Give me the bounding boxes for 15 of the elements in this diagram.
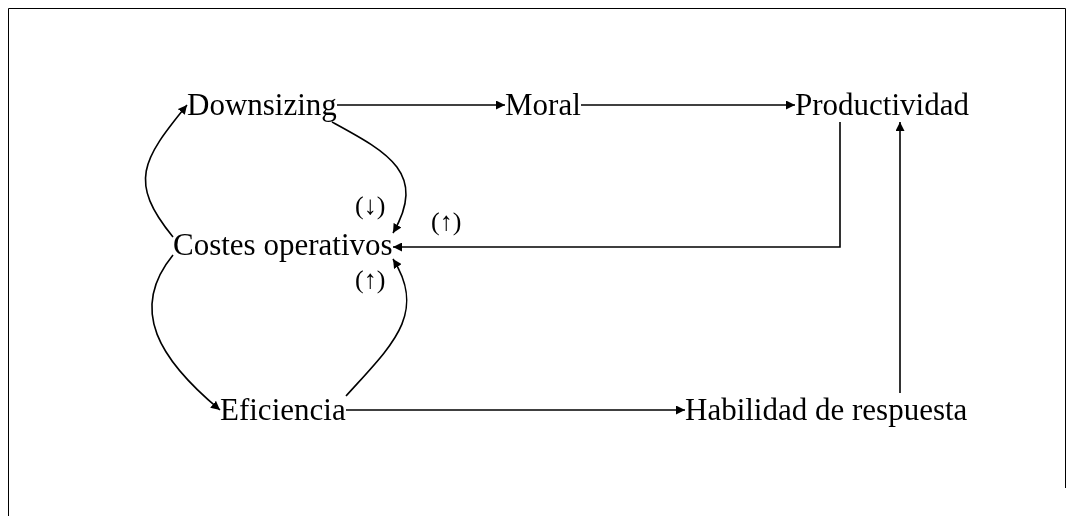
arrow: [895, 121, 905, 394]
node-label: Habilidad de respuesta: [685, 393, 968, 427]
arrow: [580, 100, 796, 110]
node-label: Moral: [505, 88, 581, 122]
arrow: [144, 104, 188, 238]
node-label: Eficiencia: [220, 393, 346, 427]
node-label: Costes operativos: [173, 228, 393, 262]
arrow: [392, 121, 841, 252]
arrow: [151, 254, 221, 411]
node-label: Downsizing: [187, 88, 337, 122]
node-label: Productividad: [795, 88, 969, 122]
arrow: [345, 405, 686, 415]
arrow: [345, 258, 408, 397]
arrow: [331, 121, 407, 234]
arrow: [336, 100, 506, 110]
